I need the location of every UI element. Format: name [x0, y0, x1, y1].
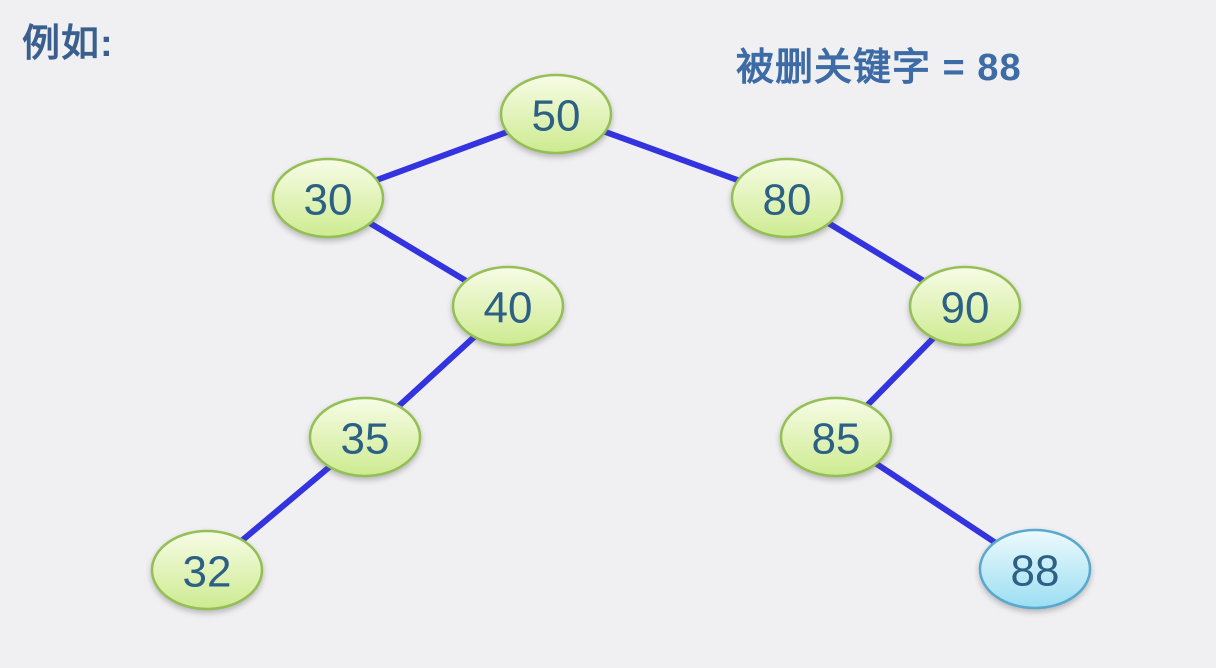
tree-node-85: 85	[779, 396, 893, 478]
node-label-40: 40	[484, 284, 533, 333]
tree-node-32: 32	[150, 529, 264, 611]
node-ellipse	[308, 396, 422, 478]
node-ellipse	[451, 265, 565, 347]
node-ellipse	[499, 73, 613, 155]
node-ellipse	[908, 265, 1022, 347]
node-ellipse	[150, 529, 264, 611]
deleted-key-label: 被删关键字 = 88	[736, 47, 1022, 89]
node-label-88: 88	[1011, 547, 1060, 596]
node-label-50: 50	[532, 92, 581, 141]
node-ellipse	[779, 396, 893, 478]
tree-node-80: 80	[730, 157, 844, 239]
tree-node-40: 40	[451, 265, 565, 347]
node-ellipse	[730, 157, 844, 239]
node-ellipse	[271, 157, 385, 239]
node-ellipse-highlighted	[978, 528, 1092, 610]
node-label-32: 32	[183, 548, 232, 597]
tree-node-88: 88	[978, 528, 1092, 610]
tree-node-90: 90	[908, 265, 1022, 347]
node-label-85: 85	[812, 415, 861, 464]
node-label-35: 35	[341, 415, 390, 464]
node-label-30: 30	[304, 176, 353, 225]
tree-node-35: 35	[308, 396, 422, 478]
tree-node-30: 30	[271, 157, 385, 239]
tree-node-50: 50	[499, 73, 613, 155]
node-label-80: 80	[763, 176, 812, 225]
example-label: 例如:	[22, 23, 114, 65]
node-label-90: 90	[941, 284, 990, 333]
